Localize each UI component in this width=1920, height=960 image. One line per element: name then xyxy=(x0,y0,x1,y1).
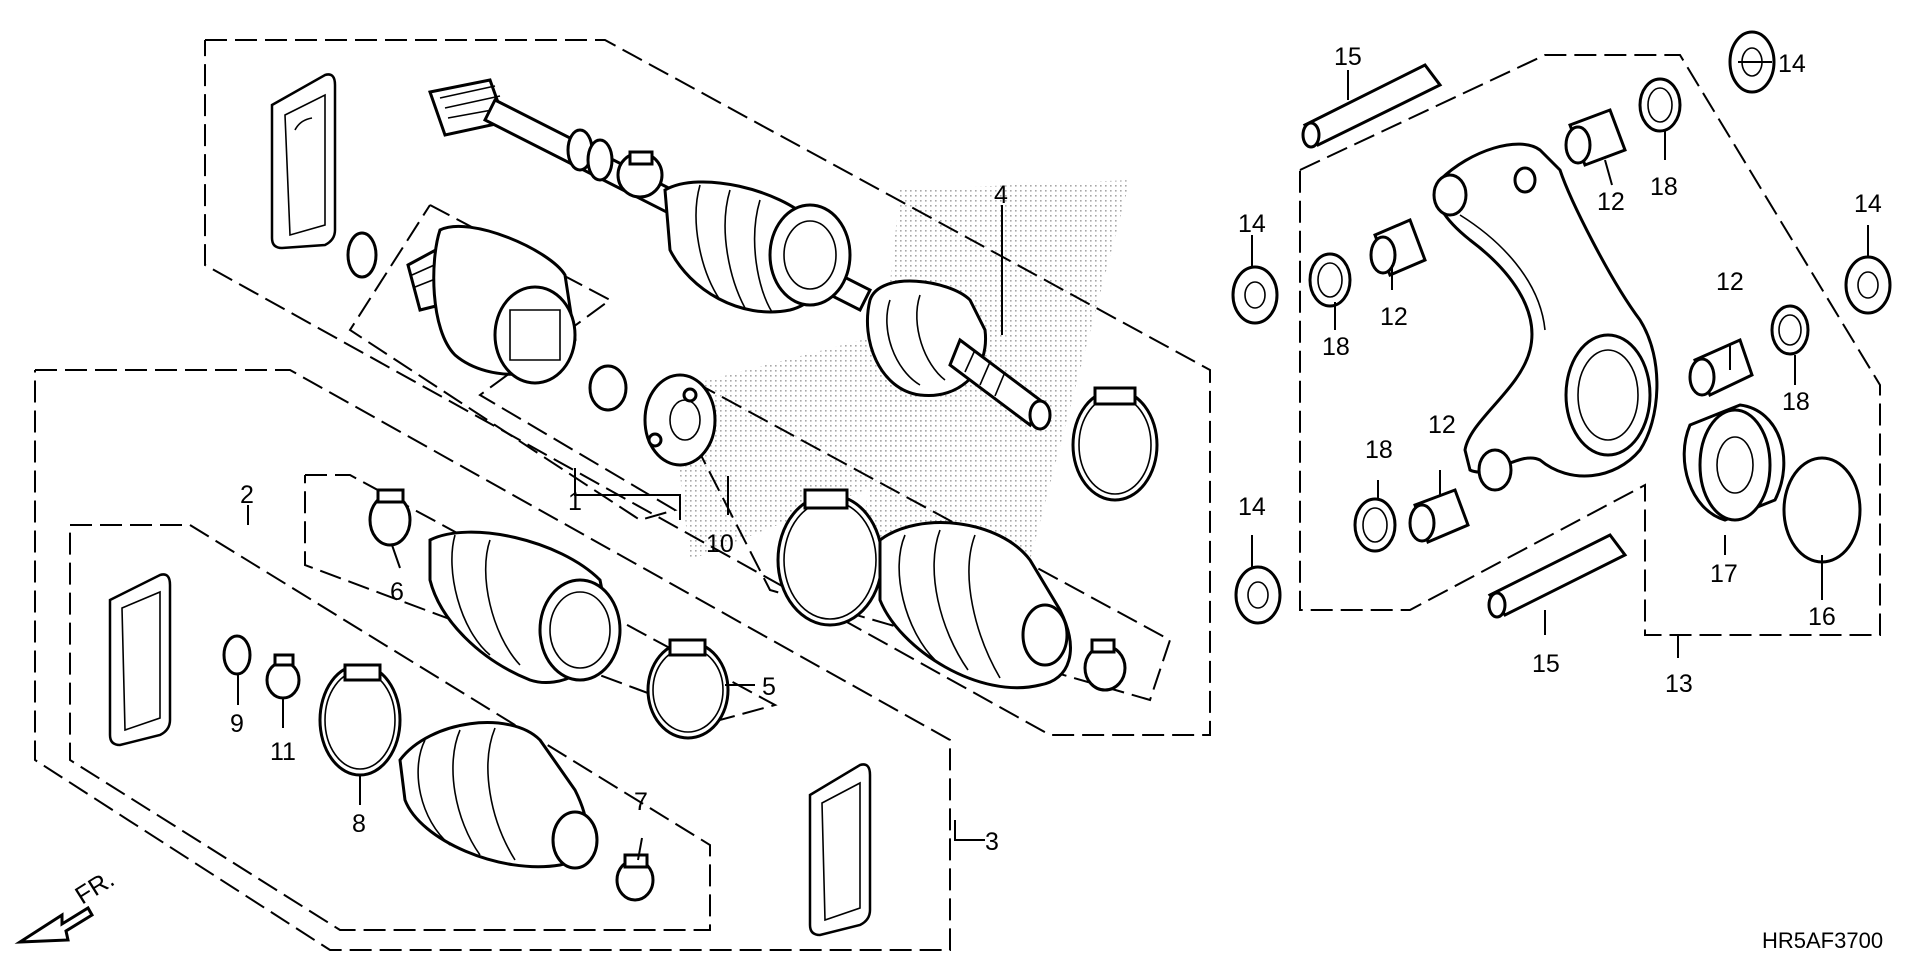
diagram-code: HR5AF3700 xyxy=(1762,928,1883,953)
outer-boot-2 xyxy=(398,721,599,870)
callout-18-bottom: 18 xyxy=(1365,436,1393,464)
seal-18-top xyxy=(1638,77,1682,133)
callout-14-top: 14 xyxy=(1778,50,1806,78)
callout-labels: 4 1 10 2 6 5 3 9 11 8 7 15 15 14 14 14 1… xyxy=(230,43,1882,856)
collar-15-bottom xyxy=(1487,533,1628,619)
frame-group-1 xyxy=(348,204,678,522)
callout-12-right: 12 xyxy=(1716,268,1744,296)
callout-15-bottom: 15 xyxy=(1532,650,1560,678)
front-direction-label: FR. xyxy=(70,865,119,910)
snap-ring-top xyxy=(346,231,378,279)
frame-group-5 xyxy=(304,474,778,722)
grease-packet-2 xyxy=(108,573,172,747)
dust-cap-14-right xyxy=(1844,255,1892,315)
bushing-12-left xyxy=(1369,218,1427,277)
snap-ring-9 xyxy=(222,634,252,676)
clip-11 xyxy=(265,653,301,700)
spider-assembly xyxy=(643,373,717,467)
dust-cap-14-left xyxy=(1231,265,1279,325)
bushing-12-right xyxy=(1688,337,1754,398)
callout-16: 16 xyxy=(1808,603,1836,631)
driveshaft-assembly xyxy=(428,78,1052,431)
circlip-1 xyxy=(588,364,628,412)
bushing-12-bottom xyxy=(1408,488,1470,545)
callout-10: 10 xyxy=(706,530,734,558)
grease-packet-3 xyxy=(808,763,872,937)
callout-13: 13 xyxy=(1665,670,1693,698)
callout-14-left: 14 xyxy=(1238,210,1266,238)
callout-3: 3 xyxy=(985,828,999,856)
seal-18-bottom xyxy=(1353,497,1397,553)
bushing-12-top xyxy=(1564,108,1627,167)
inner-joint-housing xyxy=(406,224,577,385)
callout-7: 7 xyxy=(634,788,648,816)
callout-14-right: 14 xyxy=(1854,190,1882,218)
callout-11: 11 xyxy=(270,738,296,766)
callout-5: 5 xyxy=(762,673,776,701)
boot-band-7 xyxy=(615,853,655,902)
rear-knuckle-arm xyxy=(1432,142,1659,492)
callout-17: 17 xyxy=(1710,560,1738,588)
boot-band-8 xyxy=(318,663,402,777)
front-direction-arrow-icon xyxy=(14,905,95,944)
callout-9: 9 xyxy=(230,710,244,738)
callout-18-left: 18 xyxy=(1322,333,1350,361)
frame-group-4 xyxy=(204,39,1211,736)
callout-12-top: 12 xyxy=(1597,188,1625,216)
leader-lines xyxy=(237,61,1869,861)
boot-band-large xyxy=(1071,386,1159,502)
callout-14-bottom: 14 xyxy=(1238,493,1266,521)
outer-boot-1 xyxy=(878,521,1072,690)
callout-1: 1 xyxy=(568,488,582,516)
boot-band-6 xyxy=(368,488,412,547)
frame-group-2 xyxy=(69,524,711,931)
bearing-17 xyxy=(1682,403,1786,522)
frame-group-13 xyxy=(1299,54,1881,636)
circlip-16 xyxy=(1782,456,1862,564)
dust-cap-14-bottom xyxy=(1234,565,1282,625)
frame-group-3 xyxy=(34,369,951,951)
boot-band-small-7 xyxy=(1083,638,1127,692)
seal-18-left xyxy=(1308,252,1352,308)
boot-band-1 xyxy=(776,488,884,627)
callout-12-bottom: 12 xyxy=(1428,411,1456,439)
callout-4: 4 xyxy=(994,181,1008,209)
callout-18-right: 18 xyxy=(1782,388,1810,416)
callout-2: 2 xyxy=(240,481,254,509)
frame-group-7 xyxy=(664,384,1172,702)
callout-15-top: 15 xyxy=(1334,43,1362,71)
inner-boot-5 xyxy=(428,530,622,685)
seal-18-right xyxy=(1770,304,1810,356)
callout-18-top: 18 xyxy=(1650,173,1678,201)
callout-12-left: 12 xyxy=(1380,303,1408,331)
collar-15-top xyxy=(1301,63,1443,149)
callout-8: 8 xyxy=(352,810,366,838)
grease-packet-4 xyxy=(270,73,337,250)
callout-6: 6 xyxy=(390,578,404,606)
boot-band-5 xyxy=(646,638,730,740)
